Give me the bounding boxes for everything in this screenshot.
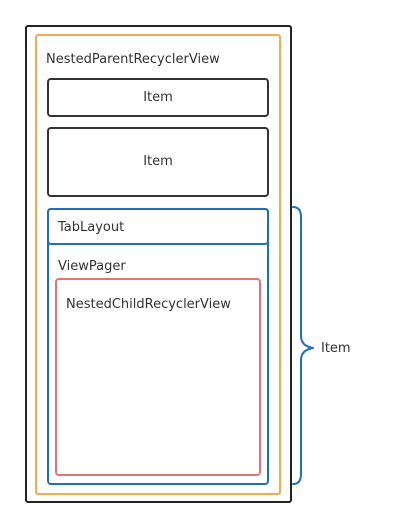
curly-brace-icon bbox=[292, 206, 314, 485]
item-box-1: Item bbox=[47, 78, 269, 117]
nested-parent-recycler-view-box bbox=[35, 34, 281, 495]
nested-parent-recycler-view-label: NestedParentRecyclerView bbox=[46, 52, 220, 67]
viewpager-label: ViewPager bbox=[58, 259, 126, 274]
item-label-1: Item bbox=[143, 89, 173, 105]
tablayout-box bbox=[47, 208, 269, 245]
tablayout-label: TabLayout bbox=[58, 220, 125, 235]
item-label-2: Item bbox=[143, 154, 173, 169]
device-frame bbox=[25, 25, 292, 503]
nested-child-recycler-view-box bbox=[55, 278, 261, 476]
item-box-2: Item bbox=[47, 127, 269, 197]
brace-item-label: Item bbox=[321, 341, 351, 356]
nested-child-recycler-view-label: NestedChildRecyclerView bbox=[66, 297, 231, 312]
